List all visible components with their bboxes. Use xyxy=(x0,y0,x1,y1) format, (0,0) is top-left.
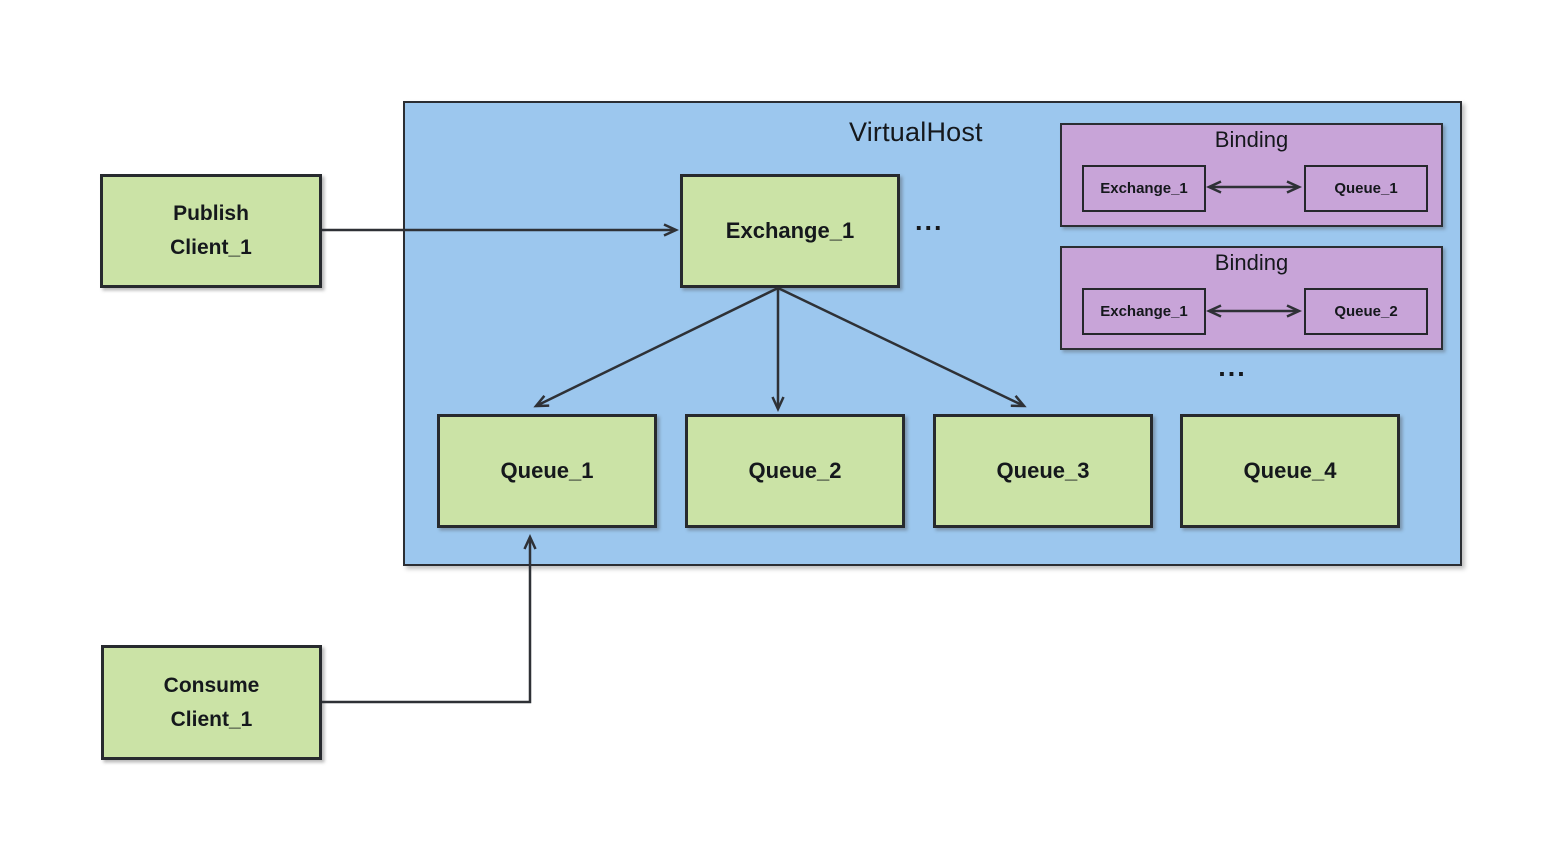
binding-2-source-label: Exchange_1 xyxy=(1100,303,1188,320)
consume-client-node: Consume Client_1 xyxy=(101,645,322,760)
binding-group-2: Binding Exchange_1 Queue_2 xyxy=(1060,246,1443,350)
exchange-node: Exchange_1 xyxy=(680,174,900,288)
queue-node-3: Queue_3 xyxy=(933,414,1153,528)
bindings-ellipsis: ... xyxy=(1218,352,1247,382)
queue-label-2: Queue_2 xyxy=(748,458,842,483)
binding-2-source-node: Exchange_1 xyxy=(1082,288,1206,335)
virtualhost-label: VirtualHost xyxy=(849,117,983,147)
binding-1-source-node: Exchange_1 xyxy=(1082,165,1206,212)
queue-node-2: Queue_2 xyxy=(685,414,905,528)
binding-group-1: Binding Exchange_1 Queue_1 xyxy=(1060,123,1443,227)
binding-1-target-node: Queue_1 xyxy=(1304,165,1428,212)
binding-1-target-label: Queue_1 xyxy=(1334,180,1398,197)
queue-label-3: Queue_3 xyxy=(996,458,1090,483)
binding-2-target-label: Queue_2 xyxy=(1334,303,1398,320)
exchange-label: Exchange_1 xyxy=(725,218,855,243)
publish-client-label-line2: Client_1 xyxy=(170,236,252,259)
publish-client-node: Publish Client_1 xyxy=(100,174,322,288)
queue-label-1: Queue_1 xyxy=(500,458,594,483)
binding-title-2: Binding xyxy=(1214,250,1289,275)
consume-client-label-line2: Client_1 xyxy=(170,707,253,731)
queue-node-4: Queue_4 xyxy=(1180,414,1400,528)
consume-client-label-line1: Consume xyxy=(163,673,260,697)
binding-1-source-label: Exchange_1 xyxy=(1100,180,1188,197)
exchange-ellipsis: ... xyxy=(915,206,944,236)
queue-node-1: Queue_1 xyxy=(437,414,657,528)
binding-title-1: Binding xyxy=(1214,127,1289,152)
queue-label-4: Queue_4 xyxy=(1243,458,1337,483)
binding-2-target-node: Queue_2 xyxy=(1304,288,1428,335)
publish-client-label-line1: Publish xyxy=(173,202,249,225)
